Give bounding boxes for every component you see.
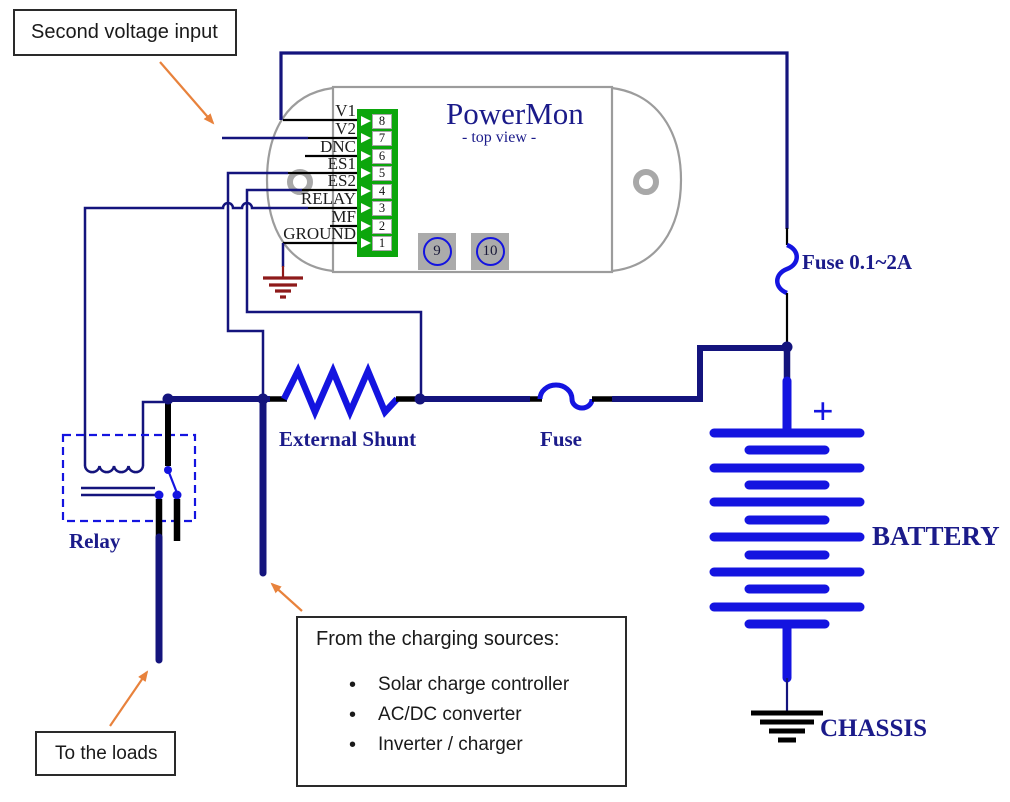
battery-symbol: [709, 350, 865, 711]
signal-ground-symbol: [263, 266, 303, 299]
charging-sources-note: From the charging sources: • Solar charg…: [296, 616, 627, 787]
bullet-icon: •: [349, 704, 357, 726]
relay-coil: [83, 465, 145, 474]
pin-label-es1: ES1: [327, 154, 356, 173]
pin-label-ground: GROUND: [283, 224, 356, 243]
es1-sense-wire: [226, 171, 288, 395]
right-mounting-hole: [633, 169, 659, 195]
pin-arrow-icon: [361, 168, 371, 178]
pin-arrow-icon: [361, 186, 371, 196]
ground-bars: [263, 276, 303, 299]
charging-source-item: • AC/DC converter: [349, 704, 522, 726]
battery-label: BATTERY: [872, 521, 1000, 551]
relay-dashed-outline: [61, 433, 197, 523]
charging-sources-title: From the charging sources:: [316, 628, 560, 650]
pin-number: 4: [372, 183, 392, 199]
pin-arrow-icon: [361, 116, 371, 126]
fuse-main-label: Fuse: [540, 427, 582, 451]
pin-arrow-icon: [361, 238, 371, 248]
charging-source-text: Inverter / charger: [378, 734, 523, 755]
relay-coil-wire: [83, 201, 308, 466]
junction-battery-positive: [781, 341, 793, 353]
pin-number: 2: [372, 218, 392, 234]
pin-label-v2: V2: [335, 119, 356, 138]
to-loads-arrow: [109, 670, 149, 727]
charging-source-text: Solar charge controller: [378, 674, 570, 695]
relay-contact-right: [172, 490, 182, 500]
connector-pin-1: 1: [361, 235, 392, 251]
connector-pin-2: 2: [361, 218, 392, 234]
to-the-loads-text: To the loads: [55, 742, 158, 764]
charging-source-item: • Solar charge controller: [349, 674, 569, 696]
second-voltage-input-note: Second voltage input: [13, 9, 237, 56]
chassis-ground-symbol: [751, 710, 823, 743]
charging-source-text: AC/DC converter: [378, 704, 522, 725]
to-the-loads-note: To the loads: [35, 731, 176, 776]
signal-wires: [83, 136, 423, 466]
external-shunt-symbol: [281, 362, 400, 421]
main-bus: [168, 345, 783, 421]
pin-number: 7: [372, 130, 392, 146]
pin-arrow-icon: [361, 203, 371, 213]
pin-arrow-icon: [361, 221, 371, 231]
battery-cell-plates: [709, 428, 865, 683]
connector-pin-3: 3: [361, 200, 392, 216]
fuse-0-1-2a-symbol: [775, 242, 799, 296]
relay-switch-blade: [166, 469, 179, 494]
bullet-icon: •: [349, 674, 357, 696]
relay-coil-return-wire: [141, 400, 164, 466]
terminal-9: 9: [418, 233, 456, 270]
pin-number: 6: [372, 148, 392, 164]
pin-label-mf: MF: [331, 207, 356, 226]
pin-number: 3: [372, 200, 392, 216]
charging-sources-arrow: [270, 582, 303, 612]
pin-label-v1: V1: [335, 101, 356, 120]
battery-plus-sign: +: [812, 391, 834, 433]
pin-label-dnc: DNC: [320, 137, 356, 156]
device-title: PowerMon: [446, 96, 584, 131]
second-voltage-arrow: [159, 61, 215, 125]
charging-source-item: • Inverter / charger: [349, 734, 523, 756]
fuse-vertical-label: Fuse 0.1~2A: [802, 250, 913, 274]
second-voltage-input-text: Second voltage input: [31, 21, 218, 43]
relay-label: Relay: [69, 529, 121, 553]
external-shunt-label: External Shunt: [279, 427, 417, 451]
connector-pin-6: 6: [361, 148, 392, 164]
pin-number: 8: [372, 113, 392, 129]
junction-shunt-right: [414, 393, 426, 405]
pin-number: 5: [372, 165, 392, 181]
connector-pin-5: 5: [361, 165, 392, 181]
pin-label-es2: ES2: [327, 171, 356, 190]
relay-symbol: [61, 400, 197, 541]
connector-pin-7: 7: [361, 130, 392, 146]
connector-pin-4: 4: [361, 183, 392, 199]
terminal-9-circle: 9: [422, 237, 452, 266]
junction-shunt-left: [257, 393, 269, 405]
relay-core-lines: [81, 486, 155, 497]
pin-stub-wires: [283, 118, 358, 245]
connector-pin-8: 8: [361, 113, 392, 129]
es2-sense-wire: [245, 188, 423, 395]
junction-relay-bus: [162, 393, 174, 405]
relay-contact-leads: [155, 499, 181, 541]
pin-label-relay: RELAY: [300, 189, 356, 208]
chassis-label: CHASSIS: [820, 715, 927, 742]
pin-number: 1: [372, 235, 392, 251]
terminal-10: 10: [471, 233, 509, 270]
connector-block: 8 7 6 5 4 3 2 1: [357, 109, 398, 257]
pin-arrow-icon: [361, 151, 371, 161]
bullet-icon: •: [349, 734, 357, 756]
top-rail-wire: [279, 51, 789, 229]
relay-contact-left: [154, 490, 164, 500]
pin-arrow-icon: [361, 133, 371, 143]
terminal-10-circle: 10: [475, 237, 505, 266]
main-fuse-symbol: [537, 382, 595, 411]
v1-battery-positive-wire: [279, 51, 799, 344]
device-subtitle: - top view -: [462, 129, 537, 146]
bus-right-segment: [612, 345, 783, 402]
